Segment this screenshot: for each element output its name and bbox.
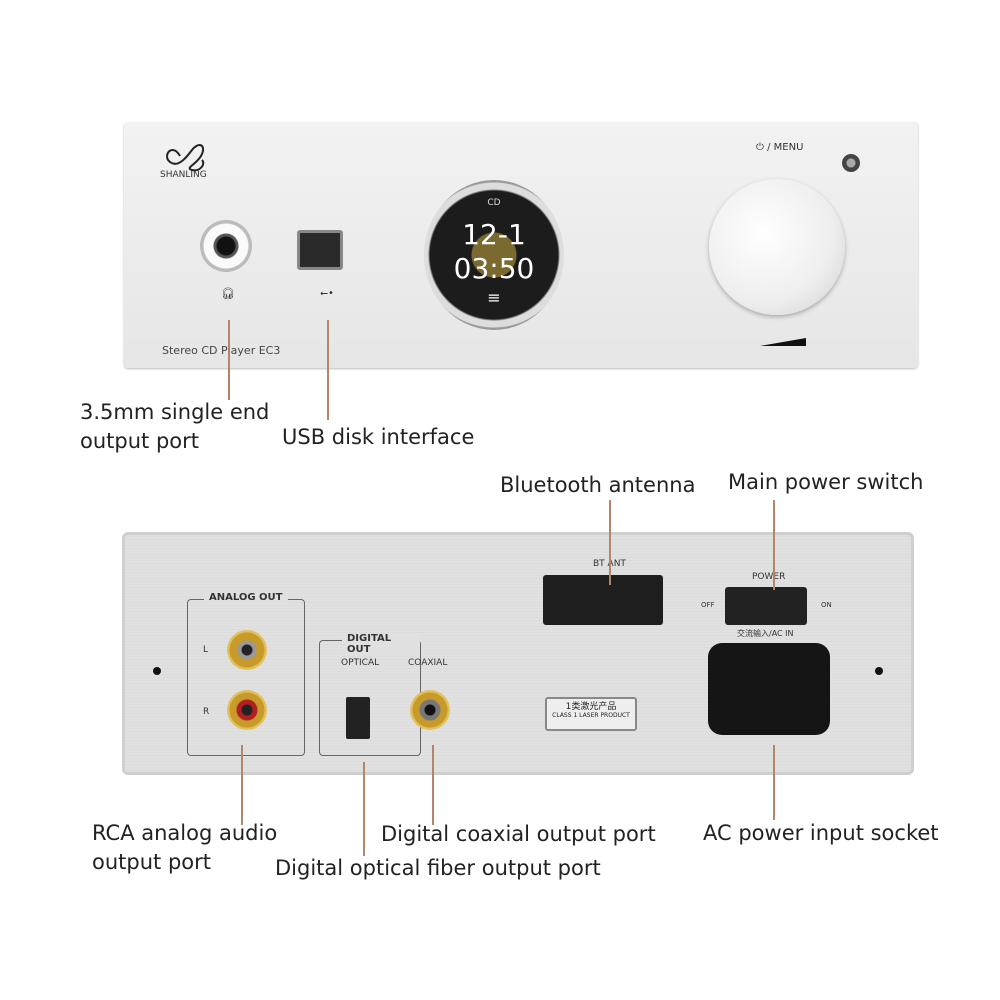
rca-right-port[interactable] bbox=[227, 690, 267, 730]
screen-time: 03:50 bbox=[453, 252, 535, 285]
front-panel: SHANLING 🎧︎ ⭠• Stereo CD Player EC3 CD 1… bbox=[124, 122, 918, 368]
label-ac: AC power input socket bbox=[703, 821, 939, 845]
playlist-icon: ≡ bbox=[487, 288, 501, 307]
analog-out-group: ANALOG OUT bbox=[187, 592, 305, 756]
label-power-switch: Main power switch bbox=[728, 470, 924, 494]
menu-label: ⏻ / MENU bbox=[756, 142, 804, 153]
coaxial-port[interactable] bbox=[410, 690, 450, 730]
ac-in-label: 交流输入/AC IN bbox=[737, 629, 794, 638]
leader-line bbox=[773, 745, 775, 820]
analog-out-title: ANALOG OUT bbox=[204, 592, 288, 603]
brand-text: SHANLING bbox=[160, 170, 207, 180]
leader-line bbox=[241, 745, 243, 825]
leader-line bbox=[327, 320, 329, 420]
leader-line bbox=[609, 500, 611, 585]
leader-line bbox=[773, 500, 775, 590]
digital-out-title: DIGITAL OUT bbox=[342, 633, 420, 655]
volume-knob[interactable] bbox=[709, 179, 845, 315]
usb-port[interactable] bbox=[297, 230, 343, 270]
power-led-button[interactable] bbox=[842, 154, 860, 172]
headphone-icon: 🎧︎ bbox=[221, 287, 235, 300]
off-label: OFF bbox=[701, 601, 715, 609]
label-optical: Digital optical fiber output port bbox=[275, 856, 601, 880]
laser-label: 1类激光产品 CLASS 1 LASER PRODUCT bbox=[545, 697, 637, 731]
power-label: POWER bbox=[752, 572, 786, 582]
headphone-jack[interactable] bbox=[200, 220, 252, 272]
coaxial-label: COAXIAL bbox=[408, 658, 448, 668]
volume-indicator bbox=[760, 338, 806, 346]
optical-label: OPTICAL bbox=[341, 658, 380, 668]
screw bbox=[153, 667, 161, 675]
model-text: Stereo CD Player EC3 bbox=[162, 344, 281, 357]
on-label: ON bbox=[821, 601, 832, 609]
screw bbox=[875, 667, 883, 675]
screen-track: 12-1 bbox=[462, 218, 526, 251]
leader-line bbox=[363, 762, 365, 856]
ac-power-socket[interactable] bbox=[708, 643, 830, 735]
main-power-switch[interactable] bbox=[725, 587, 807, 625]
label-bluetooth: Bluetooth antenna bbox=[500, 473, 696, 497]
usb-icon: ⭠• bbox=[320, 288, 334, 299]
right-label: R bbox=[203, 707, 210, 717]
leader-line bbox=[432, 745, 434, 825]
optical-port[interactable] bbox=[346, 697, 370, 739]
bluetooth-antenna-port[interactable] bbox=[543, 575, 663, 625]
label-coaxial: Digital coaxial output port bbox=[381, 822, 656, 846]
rear-panel: ANALOG OUT L R DIGITAL OUT OPTICAL COAXI… bbox=[122, 532, 914, 775]
rca-left-port[interactable] bbox=[227, 630, 267, 670]
display-screen: CD 12-1 03:50 ≡ bbox=[424, 180, 564, 330]
shanling-logo bbox=[166, 144, 205, 172]
leader-line bbox=[228, 320, 230, 400]
laser-cn-text: 1类激光产品 bbox=[565, 702, 617, 712]
screen-source: CD bbox=[487, 198, 501, 208]
label-usb: USB disk interface bbox=[282, 425, 475, 449]
left-label: L bbox=[203, 645, 209, 655]
laser-en-text: CLASS 1 LASER PRODUCT bbox=[552, 712, 630, 719]
